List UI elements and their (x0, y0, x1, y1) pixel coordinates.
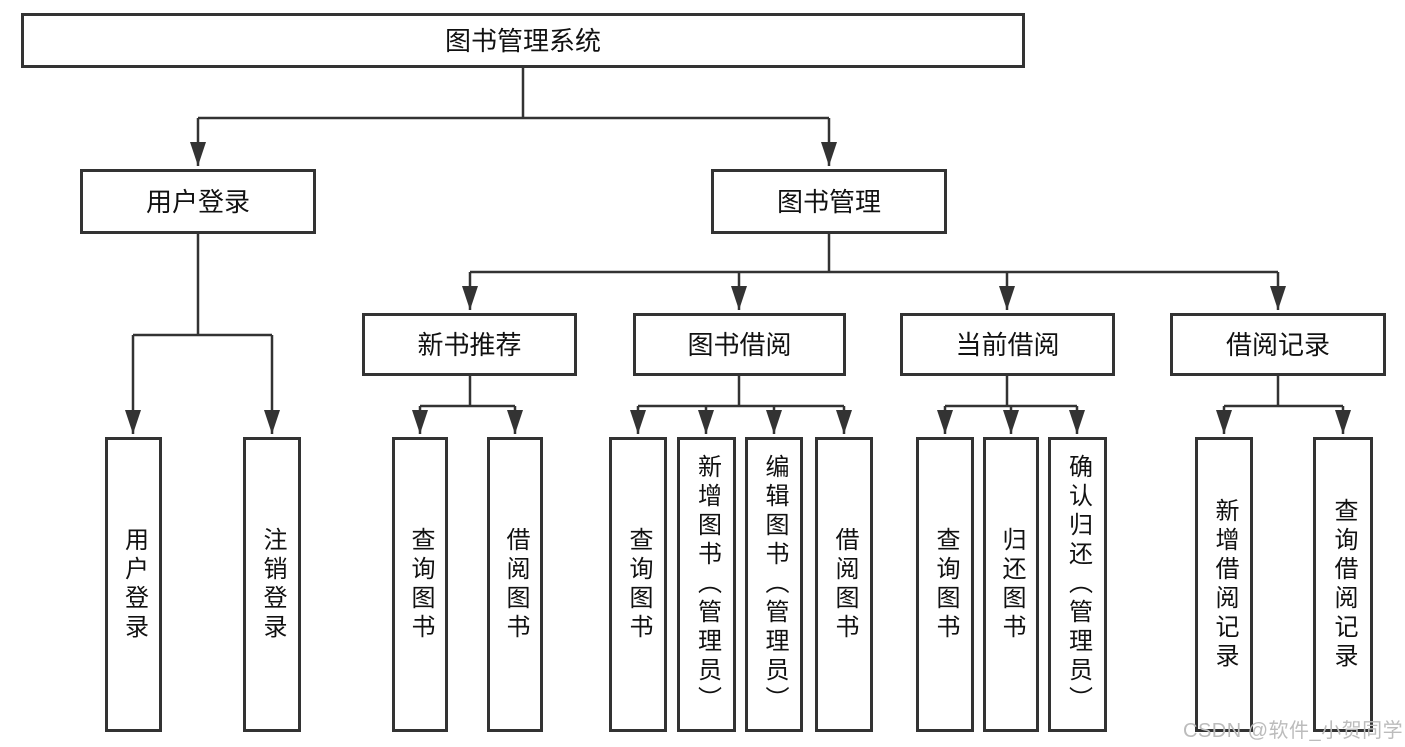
node-label: 借阅记录 (1225, 329, 1330, 360)
node-label: 新增图书（管理员） (693, 454, 721, 715)
node-label: 注销登录 (259, 526, 286, 643)
node-leaf-query-borrow-record: 查询借阅记录 (1313, 437, 1373, 732)
node-leaf-edit-books-admin: 编辑图书（管理员） (745, 437, 803, 732)
node-borrowing-records: 借阅记录 (1170, 313, 1386, 376)
node-leaf-logout: 注销登录 (243, 437, 301, 732)
node-leaf-add-books-admin: 新增图书（管理员） (677, 437, 736, 732)
node-label: 图书借阅 (687, 329, 792, 360)
node-label: 查询图书 (932, 526, 959, 643)
node-leaf-query-books-current: 查询图书 (916, 437, 974, 732)
node-new-book-recommend: 新书推荐 (362, 313, 577, 376)
node-leaf-add-borrow-record: 新增借阅记录 (1195, 437, 1253, 732)
node-label: 当前借阅 (955, 329, 1060, 360)
node-leaf-query-books-borrowing: 查询图书 (609, 437, 667, 732)
node-root: 图书管理系统 (21, 13, 1025, 68)
node-leaf-return-books: 归还图书 (983, 437, 1039, 732)
node-label: 查询借阅记录 (1330, 497, 1357, 672)
node-label: 新书推荐 (417, 329, 522, 360)
node-leaf-borrow-books: 借阅图书 (815, 437, 873, 732)
node-label: 新增借阅记录 (1211, 497, 1238, 672)
node-current-borrowing: 当前借阅 (900, 313, 1115, 376)
node-leaf-user-login: 用户登录 (105, 437, 162, 732)
node-label: 用户登录 (145, 186, 250, 217)
connector-book-borrowing-split (630, 376, 852, 434)
node-label: 用户登录 (120, 526, 148, 643)
connector-new-book-recommend-split (412, 376, 523, 434)
connector-book-management-split (462, 234, 1286, 310)
node-leaf-confirm-return-admin: 确认归还（管理员） (1048, 437, 1107, 732)
node-label: 借阅图书 (831, 526, 858, 643)
node-book-borrowing: 图书借阅 (633, 313, 846, 376)
node-label: 归还图书 (998, 526, 1025, 643)
node-leaf-query-books-recommend: 查询图书 (392, 437, 448, 732)
connector-root-split (190, 68, 837, 166)
node-user-login: 用户登录 (80, 169, 316, 234)
connector-current-borrowing-split (937, 376, 1085, 434)
node-label: 图书管理 (776, 186, 881, 217)
node-book-management: 图书管理 (711, 169, 947, 234)
node-label: 编辑图书（管理员） (761, 454, 788, 715)
node-label: 查询图书 (625, 526, 652, 643)
watermark-text: CSDN @软件_小贺同学 (1183, 720, 1404, 742)
node-label: 确认归还（管理员） (1064, 454, 1092, 715)
connector-user-login-split (125, 234, 280, 434)
node-label: 借阅图书 (502, 526, 529, 643)
connector-borrowing-records-split (1216, 376, 1351, 434)
node-label: 查询图书 (407, 526, 434, 643)
node-leaf-borrow-books-recommend: 借阅图书 (487, 437, 543, 732)
node-label: 图书管理系统 (444, 25, 601, 56)
